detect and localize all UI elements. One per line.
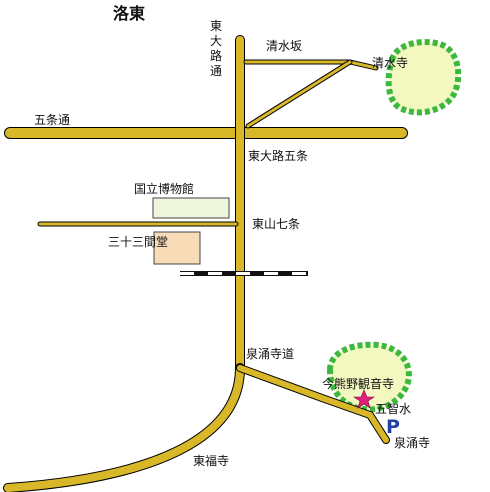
national-museum-building [152,197,230,219]
kiyomizudera-label: 清水寺 [372,56,408,70]
star-icon [353,389,375,409]
kiyomizuzaka-label: 清水坂 [266,39,302,53]
kiyomizudera-area [385,39,462,116]
higashiyama-shichijo-label: 東山七条 [252,217,300,231]
sanjusangendo-building [153,231,201,265]
railway [180,271,308,276]
road-network [3,35,408,492]
sennyuji-michi-label: 泉涌寺道 [246,347,294,361]
gojo-dori-label: 五条通 [34,113,70,127]
imakumano-kannonji-label: 今熊野観音寺 [322,376,394,391]
gochisui-label: 五智水 [375,401,411,416]
tofukuji-label: 東福寺 [193,453,229,468]
parking-icon: P [386,416,400,438]
higashioji-gojo-label: 東大路五条 [248,148,308,163]
imakumano-area [327,341,412,413]
sennyuji-label: 泉涌寺 [394,436,430,450]
map-title: 洛東 [113,4,145,23]
national-museum-label: 国立博物館 [134,181,194,196]
higashioji-dori-label: 東 大 路 通 [210,19,226,78]
sanjusangendo-label: 三十三間堂 [108,235,168,249]
